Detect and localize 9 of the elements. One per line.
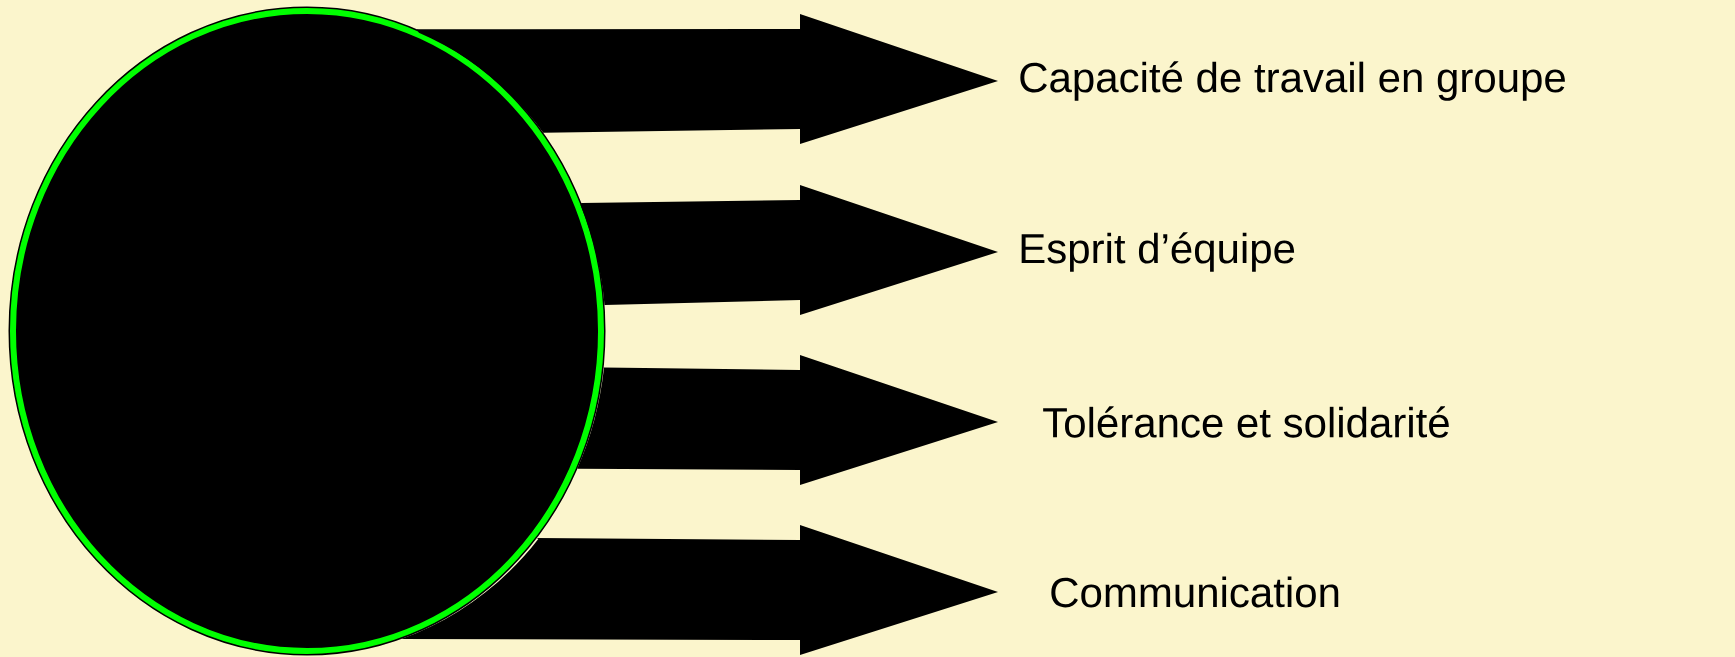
label-text: Esprit d’équipe: [1021, 232, 1295, 272]
circle: [8, 6, 606, 656]
label-text: Communication: [1051, 576, 1339, 608]
label-text: Tolérance et solidarité: [1043, 406, 1449, 438]
block-arrow: [416, 14, 998, 144]
block-arrow: [401, 525, 998, 655]
block-arrow: [577, 355, 998, 485]
label-text: Capacité de travail en groupe: [1020, 61, 1565, 101]
block-arrow: [580, 185, 998, 315]
